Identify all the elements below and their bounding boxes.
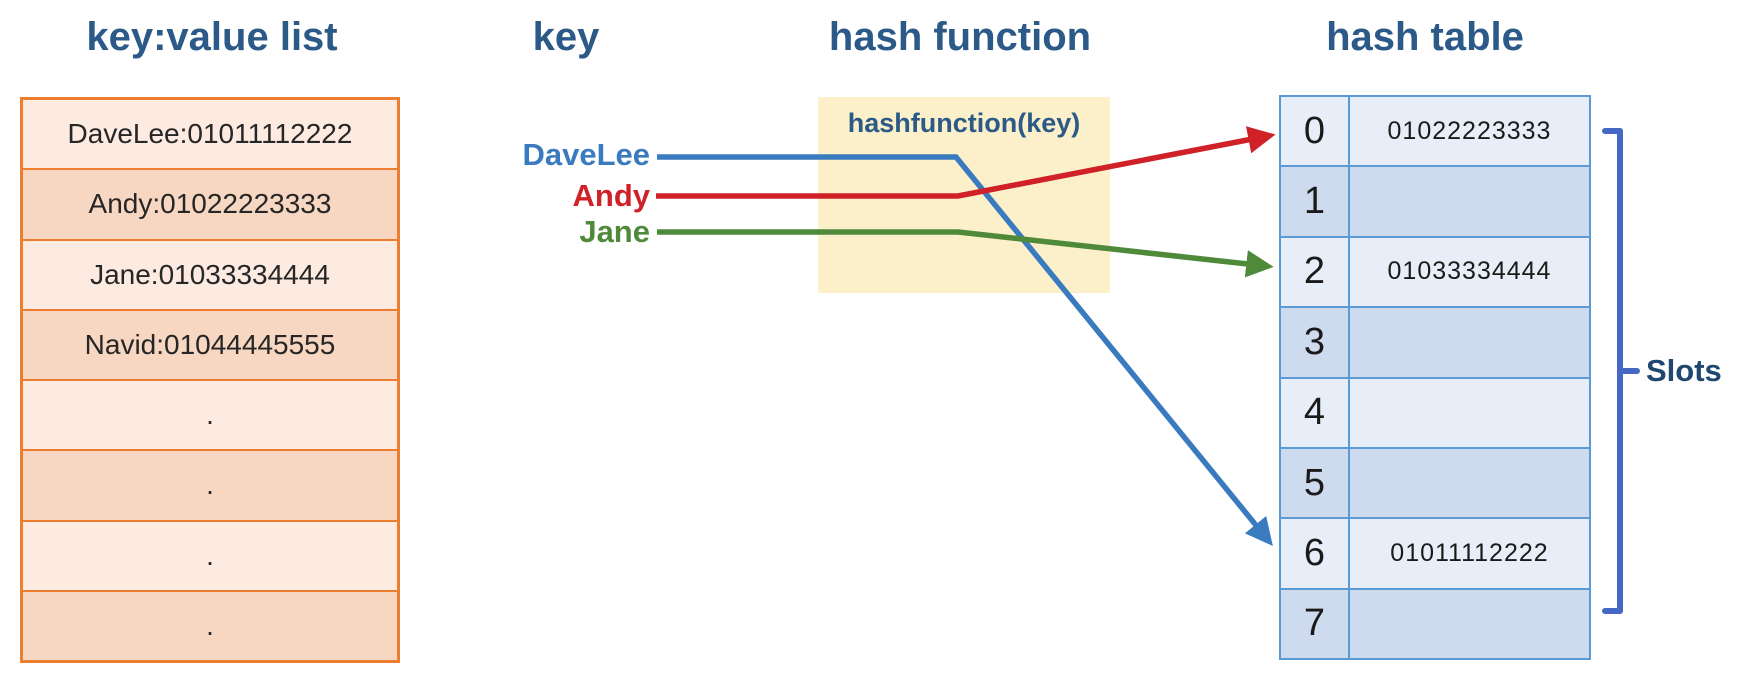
kv-list-heading: key:value list [86, 15, 338, 59]
kv-row-text: DaveLee:01011112222 [67, 118, 353, 150]
slots-label: Slots [1646, 353, 1722, 388]
kv-row: . [23, 451, 397, 522]
slot-value [1350, 590, 1589, 658]
hash-table-row: 6 01011112222 [1281, 519, 1589, 590]
hash-table-row: 4 [1281, 378, 1589, 449]
hash-function-heading: hash function [828, 15, 1092, 59]
key-heading: key [532, 15, 600, 59]
slot-index: 0 [1281, 97, 1350, 166]
slot-index: 5 [1281, 448, 1350, 518]
hash-table-heading: hash table [1326, 15, 1524, 59]
hash-table-row: 3 [1281, 308, 1589, 379]
kv-row-text: Jane:01033334444 [90, 258, 330, 290]
slot-value: 01033334444 [1387, 257, 1552, 286]
slot-index: 6 [1281, 519, 1350, 588]
slot-index: 7 [1281, 589, 1350, 658]
hash-table-row: 0 01022223333 [1281, 97, 1589, 168]
kv-row: . [23, 591, 397, 660]
kv-row-text: . [206, 469, 214, 501]
slot-value [1350, 308, 1589, 376]
slot-value [1350, 379, 1589, 447]
kv-row-text: Andy:01022223333 [88, 188, 332, 220]
kv-row: Navid:01044445555 [23, 310, 397, 381]
hash-table: 0 01022223333 1 2 01033334444 3 4 5 6 01… [1279, 95, 1591, 660]
kv-row-text: . [206, 609, 214, 641]
hash-function-box: hashfunction(key) [818, 97, 1110, 293]
hash-table-row: 7 [1281, 589, 1589, 658]
kv-list-table: DaveLee:01011112222 Andy:01022223333 Jan… [20, 97, 400, 663]
slot-index: 2 [1281, 237, 1350, 307]
kv-row-text: . [206, 539, 214, 571]
slot-value: 01011112222 [1390, 538, 1549, 567]
hash-function-label: hashfunction(key) [847, 108, 1081, 138]
key-label-davelee: DaveLee [522, 137, 650, 172]
hash-table-row: 2 01033334444 [1281, 237, 1589, 309]
key-label-andy: Andy [572, 178, 651, 213]
slot-index: 3 [1281, 308, 1350, 377]
slot-index: 1 [1281, 167, 1350, 236]
slot-index: 4 [1281, 378, 1350, 447]
kv-row: . [23, 521, 397, 592]
kv-row: DaveLee:01011112222 [23, 100, 397, 171]
kv-row: Andy:01022223333 [23, 170, 397, 241]
key-label-jane: Jane [579, 214, 650, 249]
kv-row: Jane:01033334444 [23, 240, 397, 311]
hash-table-row: 5 [1281, 448, 1589, 520]
slots-bracket [1602, 128, 1640, 614]
kv-row: . [23, 381, 397, 452]
kv-row-text: Navid:01044445555 [84, 328, 336, 360]
kv-row-text: . [206, 399, 214, 431]
slot-value [1350, 167, 1589, 235]
slot-value: 01022223333 [1387, 116, 1552, 145]
hash-table-row: 1 [1281, 167, 1589, 238]
slot-value [1350, 449, 1589, 517]
